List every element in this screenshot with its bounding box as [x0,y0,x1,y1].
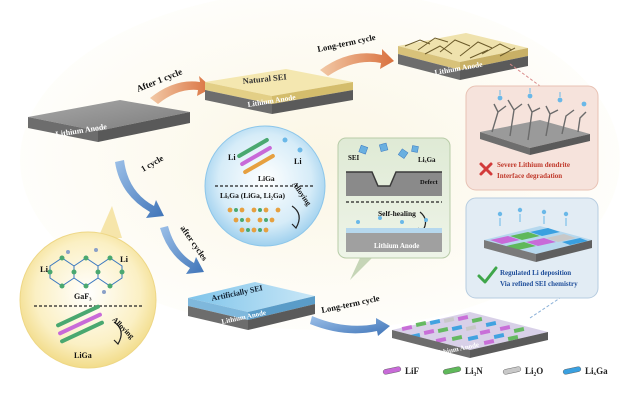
gaf3-label: GaF₃ [74,292,92,301]
legend: LiF Li₃N Li₂O LiₓGa [382,366,608,376]
panel-severe-dendrite: Severe Lithium dendrite Interface degrad… [465,85,599,191]
anode-artificial-sei: Artificially SEI Lithium Anode [188,282,315,330]
anode-start: Lithium Anode [28,100,190,142]
li-left-1: Li [40,264,49,274]
legend-swatch [562,366,582,375]
legend-label: Li₂O [525,366,543,376]
li-mid-2: Li [294,157,302,166]
panel-regulated: Regulated Li deposition Via refined SEI … [465,197,599,299]
liga-mid: LiGa [258,174,275,183]
cross-icon [479,162,493,176]
legend-label: Li₃N [465,366,483,376]
legend-swatch [502,366,522,375]
defect-label: Defect [420,179,439,186]
sei-label: SEI [348,154,360,162]
li-left-2: Li [120,254,129,264]
natural-sei-label: Natural SEI [242,71,288,86]
legend-label: LiF [405,366,420,376]
legend-swatch [442,366,462,375]
legend-item: LiₓGa [562,366,608,376]
severe-text-2: Interface degradation [497,172,562,180]
legend-item: LiF [382,366,420,376]
self-healing-label: Self-healing [378,209,416,218]
legend-label: LiₓGa [585,366,608,376]
bubble-li2ga: Li Li LiGa LiₓGa (LiGa, Li₂Ga) Alloying [204,125,326,247]
legend-swatch [382,366,402,375]
li-mid-1: Li [228,153,236,162]
liga-left: LiGa [74,351,92,360]
severe-text-1: Severe Lithium dendrite [497,161,570,169]
connector-red [509,63,541,87]
anode-dendrite: Lithium Anode [398,33,528,80]
regulated-text-2: Via refined SEI chemistry [500,280,578,288]
li2ga-mid: LiₓGa (LiGa, Li₂Ga) [220,191,286,200]
anode-natural-sei: Natural SEI Lithium Anode [205,69,353,114]
bubble-gaf3: Li Li GaF₃ Alloying LiGa [19,206,157,369]
regulated-text-1: Regulated Li deposition [500,269,571,277]
legend-item: Li₂O [502,366,543,376]
li2ga-defect-label: LiₓGa [418,156,436,164]
check-icon [477,266,498,284]
connector-blue [529,297,561,319]
anode-final: Lithium Anode [392,312,548,358]
legend-item: Li₃N [442,366,483,376]
anode-selfheal-label: Lithium Anode [374,242,419,250]
panel-self-healing: SEI LiₓGa Defect Self-healing Lithium An… [337,137,451,280]
